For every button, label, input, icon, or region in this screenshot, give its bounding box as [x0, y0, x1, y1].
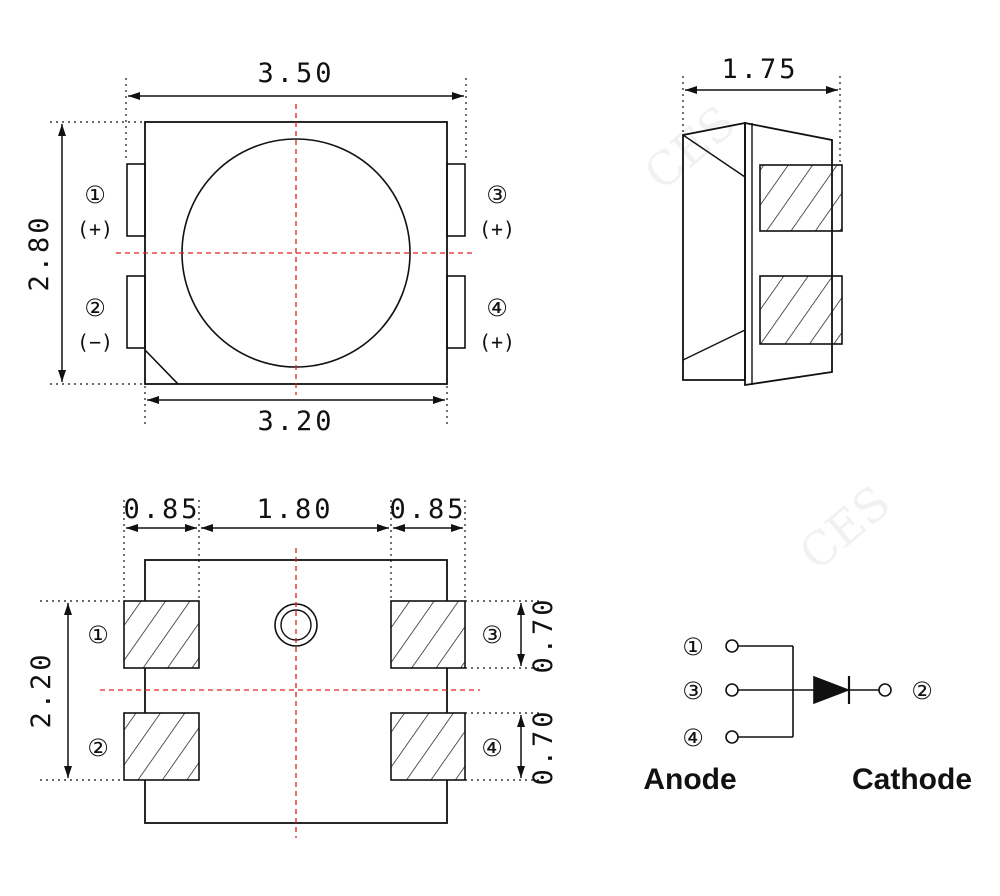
bottom-gap-label: 1.80 [256, 494, 333, 525]
side-lead-lower [759, 275, 843, 345]
top-lead-2 [126, 275, 146, 349]
top-lead-4 [446, 275, 466, 349]
top-view-labels: 3.50 3.20 2.80 ① (+) ② (−) ③ (+) ④ (+) [24, 58, 515, 437]
top-width-body-label: 3.20 [257, 406, 334, 437]
anode-label: Anode [643, 763, 736, 796]
cathode-corner-mark [144, 349, 179, 385]
side-body-profile [744, 121, 833, 387]
cathode-label: Cathode [852, 763, 972, 796]
bottom-pad-left-label: 0.85 [123, 494, 200, 525]
watermark-text-2: CES [789, 475, 901, 581]
top-pin-2-number: ② [84, 294, 106, 322]
watermark-text-1: CES [634, 95, 746, 201]
bottom-pad-right-label: 0.85 [389, 494, 466, 525]
schematic-labels: ① ③ ④ ② Anode Cathode [643, 633, 972, 796]
top-height-label: 2.80 [24, 214, 55, 291]
top-pin-1-number: ① [84, 181, 106, 209]
schematic-terminal-2 [878, 683, 892, 697]
bottom-pad-upper-height-label: 0.70 [528, 596, 559, 673]
schematic-terminal-3 [725, 683, 739, 697]
bottom-pin-2-label: ② [87, 734, 109, 762]
bottom-height-label: 2.20 [26, 651, 57, 728]
top-pin-3-polarity: (+) [479, 217, 515, 241]
bottom-view-labels: 0.85 1.80 0.85 2.20 0.70 0.70 ① ② ③ ④ [26, 494, 559, 786]
top-lead-1 [126, 163, 146, 237]
schematic-pin-2-label: ② [911, 677, 933, 705]
top-pin-2-polarity: (−) [77, 330, 113, 354]
bottom-pad-lower-height-label: 0.70 [528, 708, 559, 785]
top-pin-4-polarity: (+) [479, 330, 515, 354]
top-pin-3-number: ③ [486, 181, 508, 209]
bottom-pin-4-label: ④ [481, 734, 503, 762]
schematic-pin-3-label: ③ [682, 677, 704, 705]
schematic-pin-1-label: ① [682, 633, 704, 661]
side-view [682, 76, 843, 387]
side-lead-upper [759, 164, 843, 232]
side-width-label: 1.75 [721, 54, 798, 85]
top-width-outer-label: 3.50 [257, 58, 334, 89]
top-pin-1-polarity: (+) [77, 217, 113, 241]
bottom-pin-1-label: ① [87, 621, 109, 649]
top-pin-4-number: ④ [486, 294, 508, 322]
bottom-view [40, 500, 540, 838]
top-view [50, 78, 475, 424]
diode-symbol [813, 675, 851, 705]
top-lead-3 [446, 163, 466, 237]
schematic-pin-4-label: ④ [682, 724, 704, 752]
schematic-terminal-1 [725, 639, 739, 653]
bottom-pin-3-label: ③ [481, 621, 503, 649]
schematic [725, 639, 892, 744]
schematic-terminal-4 [725, 730, 739, 744]
